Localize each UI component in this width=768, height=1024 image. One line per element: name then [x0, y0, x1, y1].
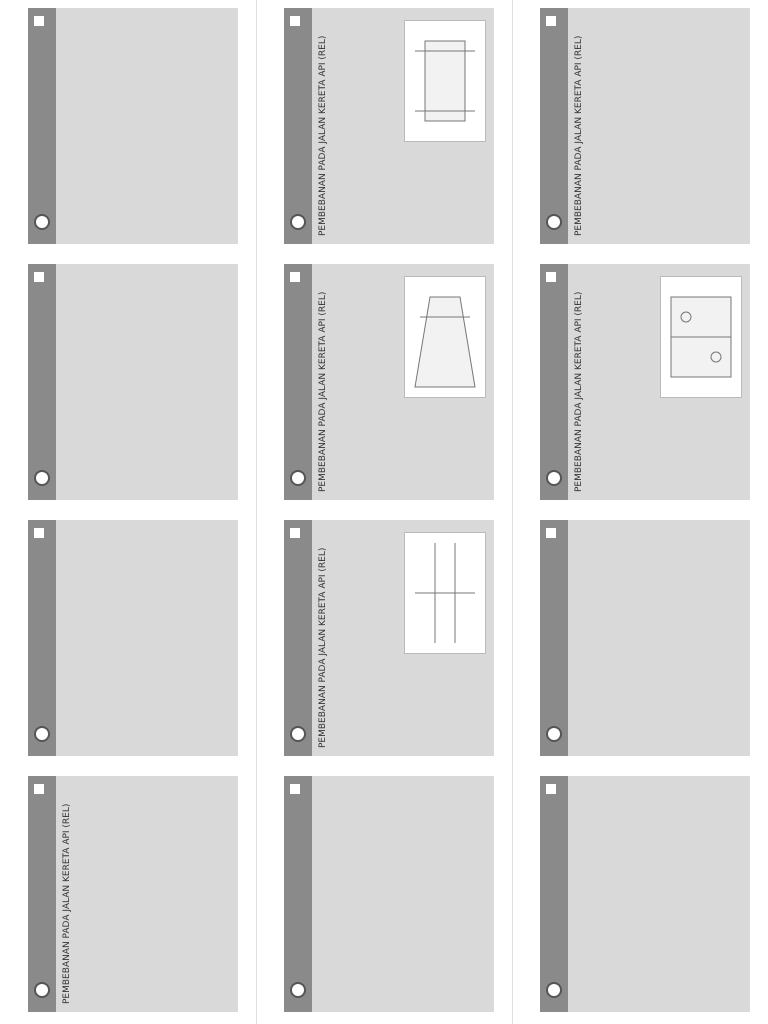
slide-title: PEMBEBANAN PADA JALAN KERETA API (REL) — [318, 291, 328, 492]
diagram — [404, 20, 486, 142]
slide — [28, 264, 238, 500]
slide — [540, 776, 750, 1012]
diagram — [404, 532, 486, 654]
slide: PEMBEBANAN PADA JALAN KERETA API (REL) — [284, 520, 494, 756]
column-divider — [512, 0, 513, 1024]
slide — [28, 520, 238, 756]
slide: PEMBEBANAN PADA JALAN KERETA API (REL) — [540, 264, 750, 500]
slide: PEMBEBANAN PADA JALAN KERETA API (REL) — [284, 8, 494, 244]
slide-title: PEMBEBANAN PADA JALAN KERETA API (REL) — [318, 547, 328, 748]
diagram — [660, 276, 742, 398]
slide — [284, 776, 494, 1012]
diagram — [404, 276, 486, 398]
slide: PEMBEBANAN PADA JALAN KERETA API (REL) — [28, 776, 238, 1012]
slide: PEMBEBANAN PADA JALAN KERETA API (REL) — [284, 264, 494, 500]
slide-title: PEMBEBANAN PADA JALAN KERETA API (REL) — [62, 803, 72, 1004]
column-divider — [256, 0, 257, 1024]
slide — [540, 520, 750, 756]
slide-title: PEMBEBANAN PADA JALAN KERETA API (REL) — [318, 35, 328, 236]
slide-title: PEMBEBANAN PADA JALAN KERETA API (REL) — [574, 35, 584, 236]
slide — [28, 8, 238, 244]
slide-title: PEMBEBANAN PADA JALAN KERETA API (REL) — [574, 291, 584, 492]
slide: PEMBEBANAN PADA JALAN KERETA API (REL) — [540, 8, 750, 244]
